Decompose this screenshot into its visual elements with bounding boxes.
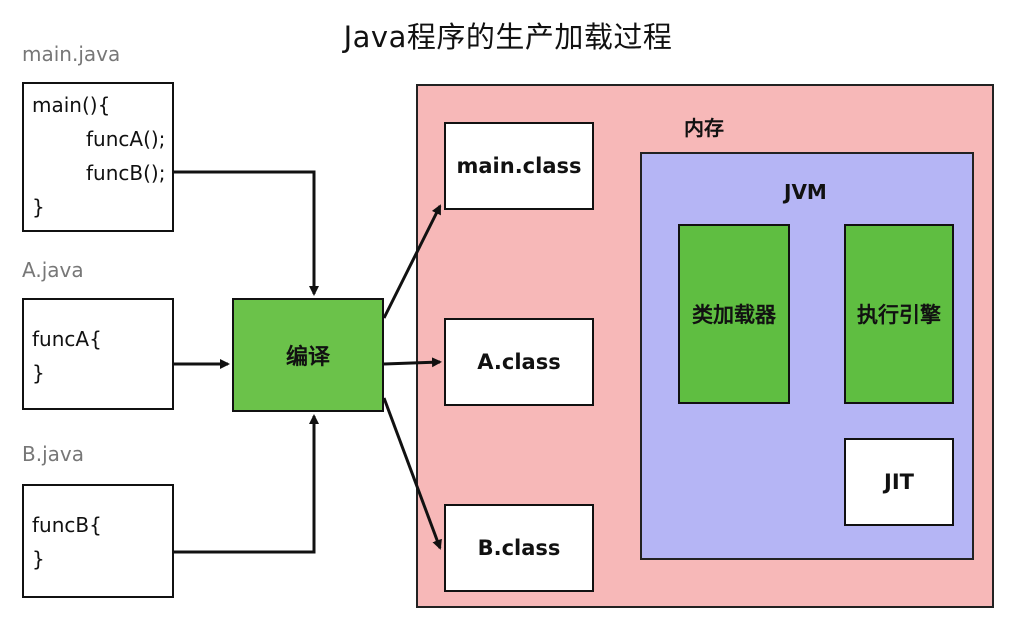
class-box-a: A.class <box>444 318 594 406</box>
code-box-main-java: main(){ funcA(); funcB(); } <box>22 82 174 232</box>
code-line: } <box>32 361 45 385</box>
code-box-b-java: funcB{ } <box>22 484 174 598</box>
compile-box: 编译 <box>232 298 384 412</box>
filename-a-java: A.java <box>22 258 84 282</box>
jvm-label: JVM <box>784 180 827 204</box>
execution-engine-box: 执行引擎 <box>844 224 954 404</box>
class-box-b: B.class <box>444 504 594 592</box>
code-line: main(){ <box>32 93 111 117</box>
arrow-b-to-compile <box>174 414 319 554</box>
code-line: funcA{ <box>32 327 102 351</box>
filename-b-java: B.java <box>22 442 84 466</box>
class-label: main.class <box>456 154 582 178</box>
code-line: funcB{ <box>32 513 102 537</box>
filename-main-java: main.java <box>22 42 121 66</box>
code-line: funcA(); <box>86 127 166 151</box>
code-line: } <box>32 547 45 571</box>
diagram-title: Java程序的生产加载过程 <box>343 20 673 54</box>
memory-label: 内存 <box>684 116 724 140</box>
compile-label: 编译 <box>285 345 330 370</box>
execution-engine-label: 执行引擎 <box>857 303 941 327</box>
code-line: } <box>32 195 45 219</box>
code-box-a-java: funcA{ } <box>22 298 174 410</box>
class-loader-box: 类加载器 <box>678 224 790 404</box>
arrow-main-to-compile <box>174 170 319 296</box>
jit-label: JIT <box>884 470 914 494</box>
jit-box: JIT <box>844 438 954 526</box>
class-loader-label: 类加载器 <box>692 303 776 327</box>
code-line: funcB(); <box>86 161 166 185</box>
class-label: A.class <box>477 350 561 374</box>
class-box-main: main.class <box>444 122 594 210</box>
class-label: B.class <box>477 536 561 560</box>
